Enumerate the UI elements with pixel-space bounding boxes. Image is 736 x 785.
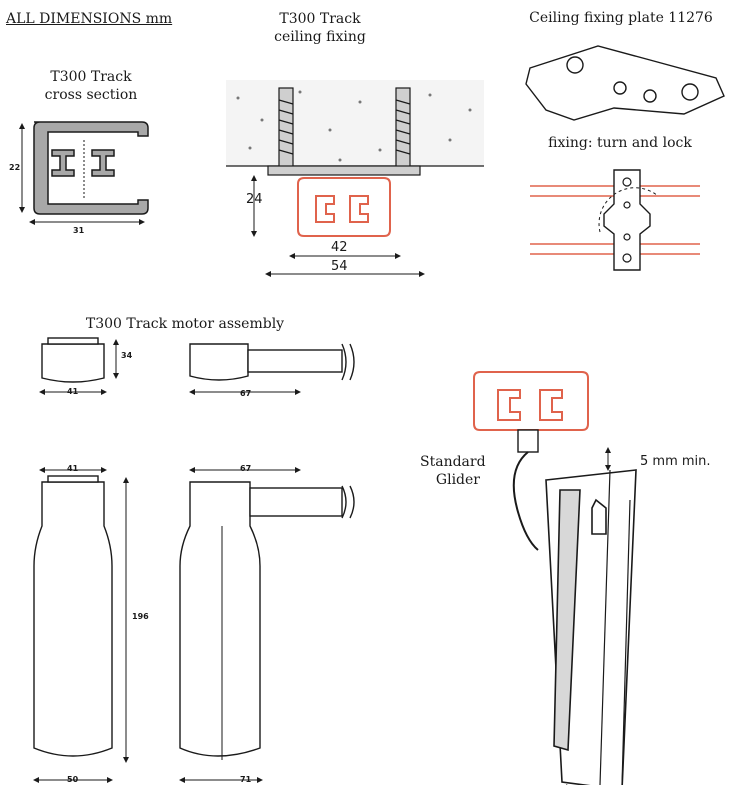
cross-section-title-line2: cross section	[44, 87, 138, 103]
ceiling-fixing-title-line1: T300 Track	[279, 11, 361, 27]
glider-track-red	[473, 371, 589, 431]
glider-label-line1: Standard	[420, 454, 486, 470]
fixing-plate-title: Ceiling fixing plate 11276	[529, 10, 713, 26]
cross-section-title-line1: T300 Track	[50, 69, 132, 85]
cross-section-height-dim: 22	[9, 163, 21, 172]
track-cross-section	[33, 121, 149, 215]
glider-clearance-label: 5 mm min.	[640, 454, 711, 469]
ceiling-concrete	[226, 80, 484, 167]
motor-title: T300 Track motor assembly	[85, 316, 285, 332]
motor-top-views	[41, 337, 355, 383]
motor-body-views	[33, 475, 355, 760]
fixing-plate-illustration	[525, 45, 725, 121]
motor-body-height-dim: 196	[132, 612, 149, 621]
standard-glider	[512, 429, 539, 551]
turn-lock-illustration	[530, 169, 700, 271]
ceiling-fixing-inner-width-dim: 42	[331, 240, 348, 255]
hook-bracket	[545, 469, 637, 785]
ceiling-fixing-outer-width-dim: 54	[331, 259, 348, 274]
dimensions-note: ALL DIMENSIONS mm	[6, 11, 173, 27]
fixing-plate-subtitle: fixing: turn and lock	[548, 135, 692, 151]
fixing-plate-section	[267, 165, 421, 176]
track-section-red	[297, 177, 391, 237]
cross-section-width-dim: 31	[73, 226, 85, 235]
ceiling-fixing-title-line2: ceiling fixing	[274, 29, 366, 45]
glider-label-line2: Glider	[435, 472, 480, 488]
ceiling-screws	[278, 87, 411, 169]
motor-top-height-dim: 34	[121, 351, 133, 360]
